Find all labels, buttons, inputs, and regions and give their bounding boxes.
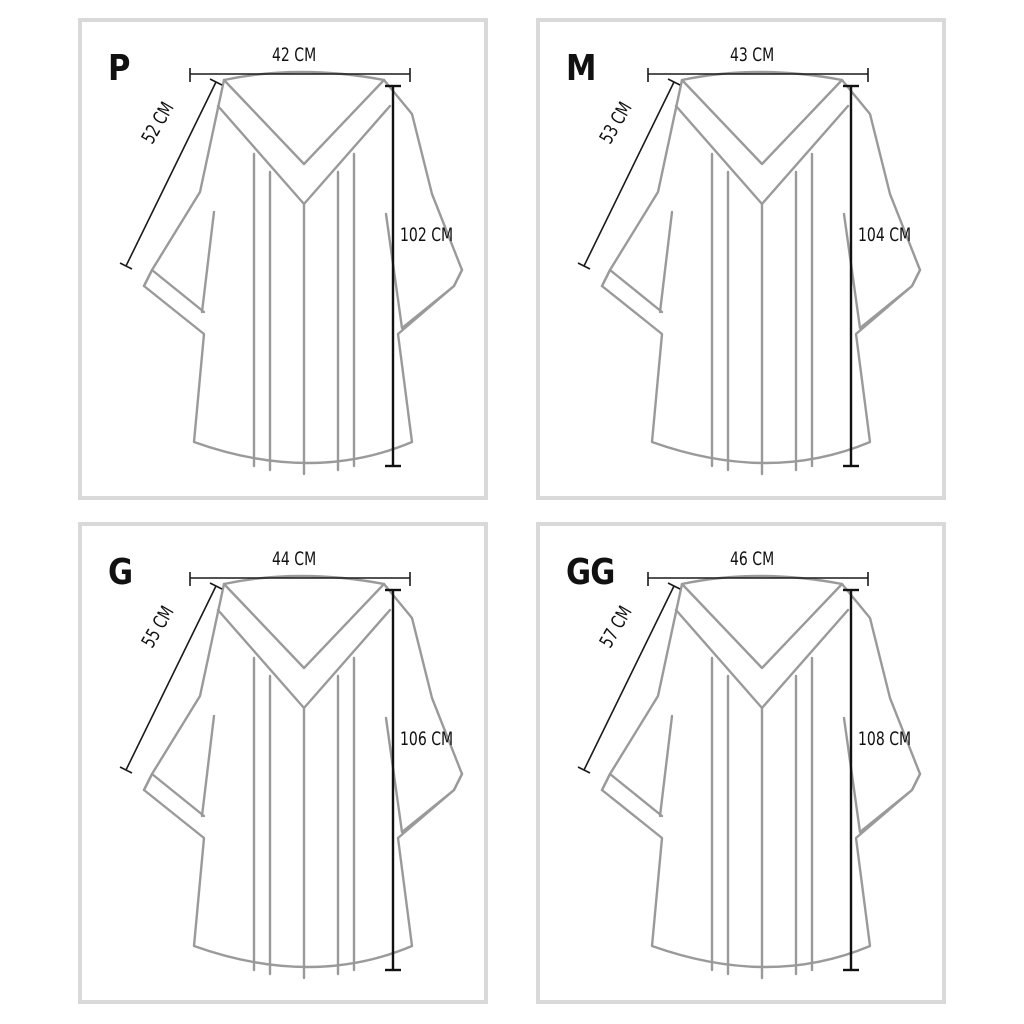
width-measurement: 42 CM	[272, 44, 317, 66]
garment-drawing	[577, 572, 922, 980]
size-label: G	[108, 552, 133, 593]
size-panel-m: M 43 CM 53 CM 104 CM	[536, 18, 946, 500]
size-panel-p: P 42 CM 52 CM 102 CM	[78, 18, 488, 500]
garment-drawing	[119, 68, 464, 476]
size-label: P	[108, 48, 130, 89]
size-panel-g: G 44 CM 55 CM 106 CM	[78, 522, 488, 1004]
size-label: M	[566, 48, 596, 89]
length-measurement: 102 CM	[400, 224, 454, 246]
length-measurement: 106 CM	[400, 728, 454, 750]
size-label: GG	[566, 552, 615, 593]
size-panel-gg: GG 46 CM 57 CM 108 CM	[536, 522, 946, 1004]
width-measurement: 46 CM	[730, 548, 775, 570]
garment-drawing	[119, 572, 464, 980]
garment-drawing	[577, 68, 922, 476]
width-measurement: 44 CM	[272, 548, 317, 570]
width-measurement: 43 CM	[730, 44, 775, 66]
length-measurement: 104 CM	[858, 224, 912, 246]
length-measurement: 108 CM	[858, 728, 912, 750]
